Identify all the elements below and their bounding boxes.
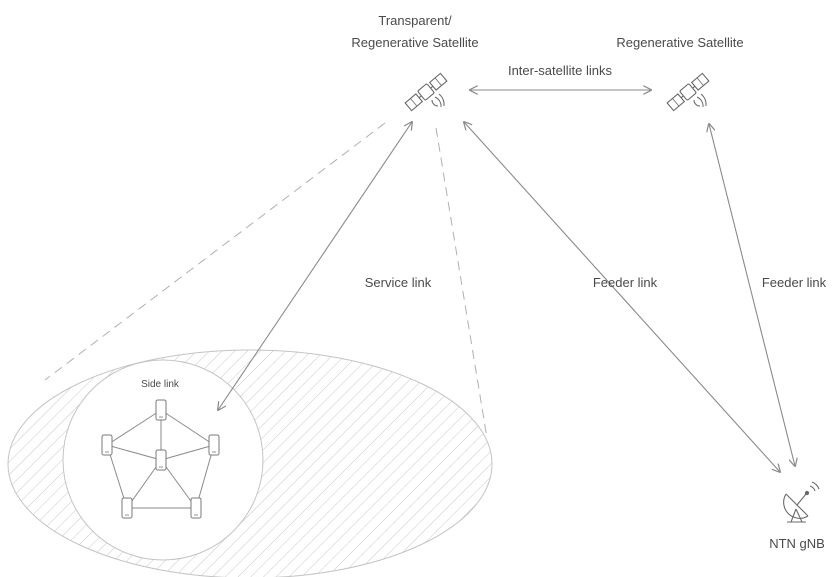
transparent-satellite-label-line1: Transparent/ — [378, 13, 452, 28]
beam-edge-left — [44, 122, 386, 381]
feeder-link-right-arrow — [709, 124, 795, 466]
feeder-link-left-label: Feeder link — [593, 275, 658, 290]
smartphone-icon — [121, 497, 133, 519]
beam-edge-right — [435, 127, 488, 439]
inter-satellite-links-label: Inter-satellite links — [508, 63, 613, 78]
smartphone-icon — [155, 449, 167, 471]
transparent-satellite-label-line2: Regenerative Satellite — [351, 35, 478, 50]
satellite-icon — [403, 72, 449, 112]
side-link-label: Side link — [141, 379, 180, 390]
service-link-label: Service link — [365, 275, 432, 290]
service-link-arrow — [218, 122, 412, 410]
ground-station-label: NTN gNB — [769, 536, 825, 551]
satellite-icon — [665, 72, 711, 112]
feeder-link-left-arrow — [464, 122, 780, 472]
smartphone-icon — [155, 399, 167, 421]
smartphone-icon — [101, 434, 113, 456]
regenerative-satellite-label: Regenerative Satellite — [616, 35, 743, 50]
smartphone-icon — [190, 497, 202, 519]
feeder-link-right-label: Feeder link — [762, 275, 827, 290]
satellite-dish-icon — [783, 481, 820, 523]
smartphone-icon — [208, 434, 220, 456]
